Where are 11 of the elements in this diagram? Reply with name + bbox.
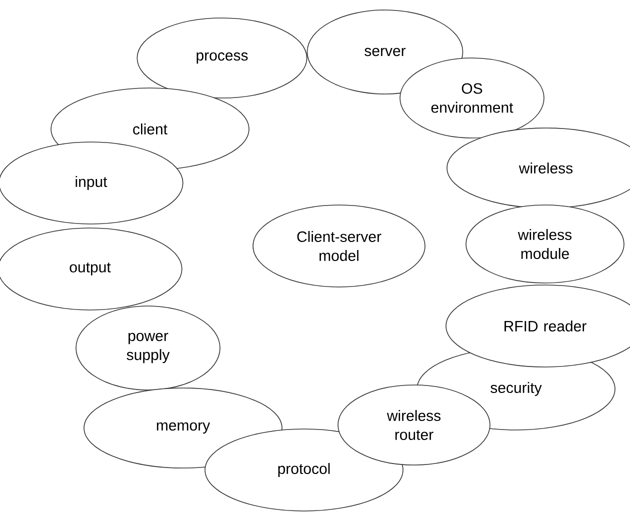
ellipse-node: wireless [446, 128, 630, 208]
ellipse-node: wireless router [338, 384, 490, 466]
node-label: wireless module [518, 228, 572, 259]
ellipse-node: OS environment [400, 58, 544, 138]
ellipse-node: Client-server model [252, 204, 426, 288]
ellipse-node: power supply [76, 306, 220, 390]
ellipse-node: wireless module [466, 204, 624, 284]
node-label: RFID reader [504, 320, 586, 332]
ellipse-node: RFID reader [446, 284, 630, 368]
node-label: wireless [518, 162, 573, 174]
ellipse-node: process [136, 18, 308, 98]
